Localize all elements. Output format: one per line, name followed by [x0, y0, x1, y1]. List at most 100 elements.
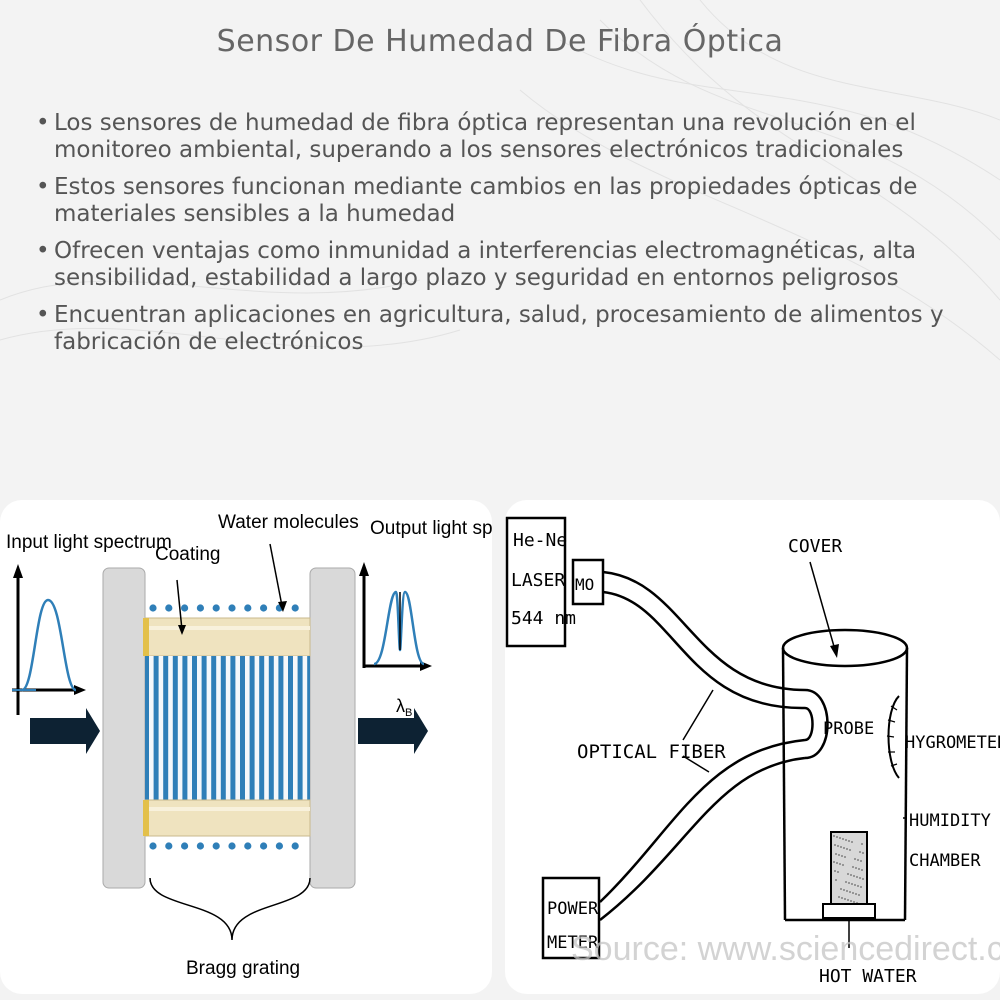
water-molecule — [260, 842, 268, 850]
beaker-dot — [851, 841, 853, 843]
bragg-stripe — [283, 656, 288, 800]
beaker-dot — [838, 896, 840, 898]
bragg-stripe — [187, 656, 192, 800]
water-molecule — [260, 604, 268, 612]
coating-top — [144, 617, 311, 657]
beaker-texture — [833, 835, 864, 904]
beaker-dot — [840, 888, 842, 890]
bullet-item: •Los sensores de humedad de fibra óptica… — [36, 110, 966, 164]
page-title: Sensor De Humedad De Fibra Óptica — [216, 24, 784, 59]
water-molecules-label: Water molecules — [218, 512, 359, 533]
hygrometer-label: HYGROMETER — [905, 733, 1000, 753]
water-molecule — [291, 604, 299, 612]
beaker-dot — [862, 878, 864, 880]
bragg-grating-figure: Input light spectrum Coating Water molec… — [0, 500, 492, 994]
mo-box — [571, 558, 605, 606]
beaker-dot — [844, 856, 846, 858]
water-molecule — [291, 842, 299, 850]
beaker-dot — [836, 836, 838, 838]
source-watermark: Source: www.sciencedirect.com — [571, 930, 1000, 968]
beaker-dot — [843, 889, 845, 891]
beaker-dot — [860, 886, 862, 888]
beaker-dot — [845, 839, 847, 841]
beaker-dot — [861, 869, 863, 871]
humidity-setup-diagram: He-Ne LASER 544 nm MO POWER METER OPTICA… — [505, 516, 1000, 987]
water-molecule — [244, 604, 252, 612]
bragg-stripe — [149, 656, 154, 800]
coating-bottom — [144, 799, 311, 837]
beaker-dot — [837, 871, 839, 873]
input-arrow — [30, 708, 100, 754]
water-molecule — [212, 604, 220, 612]
bullet-dot: • — [36, 238, 50, 264]
water-molecule — [181, 842, 189, 850]
beaker-dot — [851, 883, 853, 885]
beaker-dot — [833, 835, 835, 837]
beaker-dot — [841, 897, 843, 899]
probe-loop — [804, 688, 829, 760]
beaker-dot — [834, 844, 836, 846]
bragg-grating-label: Bragg grating — [186, 958, 300, 979]
bragg-stripe — [302, 656, 308, 800]
beaker-dot — [855, 867, 857, 869]
beaker-dot — [841, 855, 843, 857]
beaker-dot — [833, 861, 835, 863]
beaker-dot — [862, 852, 864, 854]
beaker-dot — [854, 884, 856, 886]
bragg-stripe — [264, 656, 269, 800]
bragg-stripes — [149, 656, 308, 800]
bullet-text: Encuentran aplicaciones en agricultura, … — [54, 302, 944, 355]
bragg-stripe — [254, 656, 260, 800]
beaker-dot — [861, 843, 863, 845]
bragg-stripe — [197, 656, 202, 800]
optical-fiber-upper — [602, 570, 806, 692]
hot-water-label: HOT WATER — [819, 966, 917, 987]
bullet-text: Los sensores de humedad de fibra óptica … — [54, 110, 916, 163]
water-molecule — [275, 842, 283, 850]
beaker-dot — [846, 890, 848, 892]
beaker-dot — [858, 894, 860, 896]
bullet-list: • Los sensores de humedad de fibra óptica… — [36, 110, 966, 366]
beaker-dot — [844, 898, 846, 900]
right-holder — [309, 567, 356, 889]
water-molecule — [212, 842, 220, 850]
beaker-dot — [845, 881, 847, 883]
beaker-dot — [848, 840, 850, 842]
beaker-dot — [859, 877, 861, 879]
bullet-dot: • — [36, 302, 50, 328]
beaker-dot — [846, 848, 848, 850]
beaker-dot — [857, 859, 859, 861]
bragg-grating-diagram: Input light spectrum Coating Water molec… — [6, 512, 492, 979]
beaker-dot — [837, 845, 839, 847]
water-molecule — [165, 604, 173, 612]
beaker-dot — [839, 837, 841, 839]
beaker-dot — [842, 864, 844, 866]
input-spectrum-label: Input light spectrum — [6, 532, 172, 553]
chamber-cover — [781, 628, 909, 668]
beaker-dot — [848, 882, 850, 884]
laser-label-line3: 544 nm — [511, 608, 576, 629]
bragg-stripe — [225, 656, 231, 800]
water-molecule — [228, 842, 236, 850]
beaker-dot — [834, 870, 836, 872]
beaker-dot — [857, 885, 859, 887]
optical-fiber-label: OPTICAL FIBER — [577, 741, 726, 763]
bragg-stripe — [168, 656, 173, 800]
cover-label: COVER — [788, 536, 842, 557]
bragg-stripe — [273, 656, 279, 800]
beaker-dot — [852, 892, 854, 894]
laser-label-line1: He-Ne — [513, 530, 567, 551]
beaker-dot — [849, 891, 851, 893]
left-holder — [102, 567, 146, 889]
bullet-text: Ofrecen ventajas como inmunidad a interf… — [54, 238, 917, 291]
beaker-dot — [839, 863, 841, 865]
output-arrow — [358, 708, 428, 754]
water-molecule — [244, 842, 252, 850]
beaker-dot — [853, 901, 855, 903]
bragg-stripe — [158, 656, 164, 800]
optical-fiber-lower — [599, 738, 806, 903]
output-spectrum-label: Output light spectrum — [370, 518, 492, 539]
beaker-stand — [822, 903, 876, 919]
water-molecule — [149, 842, 157, 850]
water-molecules-bottom — [149, 842, 299, 850]
